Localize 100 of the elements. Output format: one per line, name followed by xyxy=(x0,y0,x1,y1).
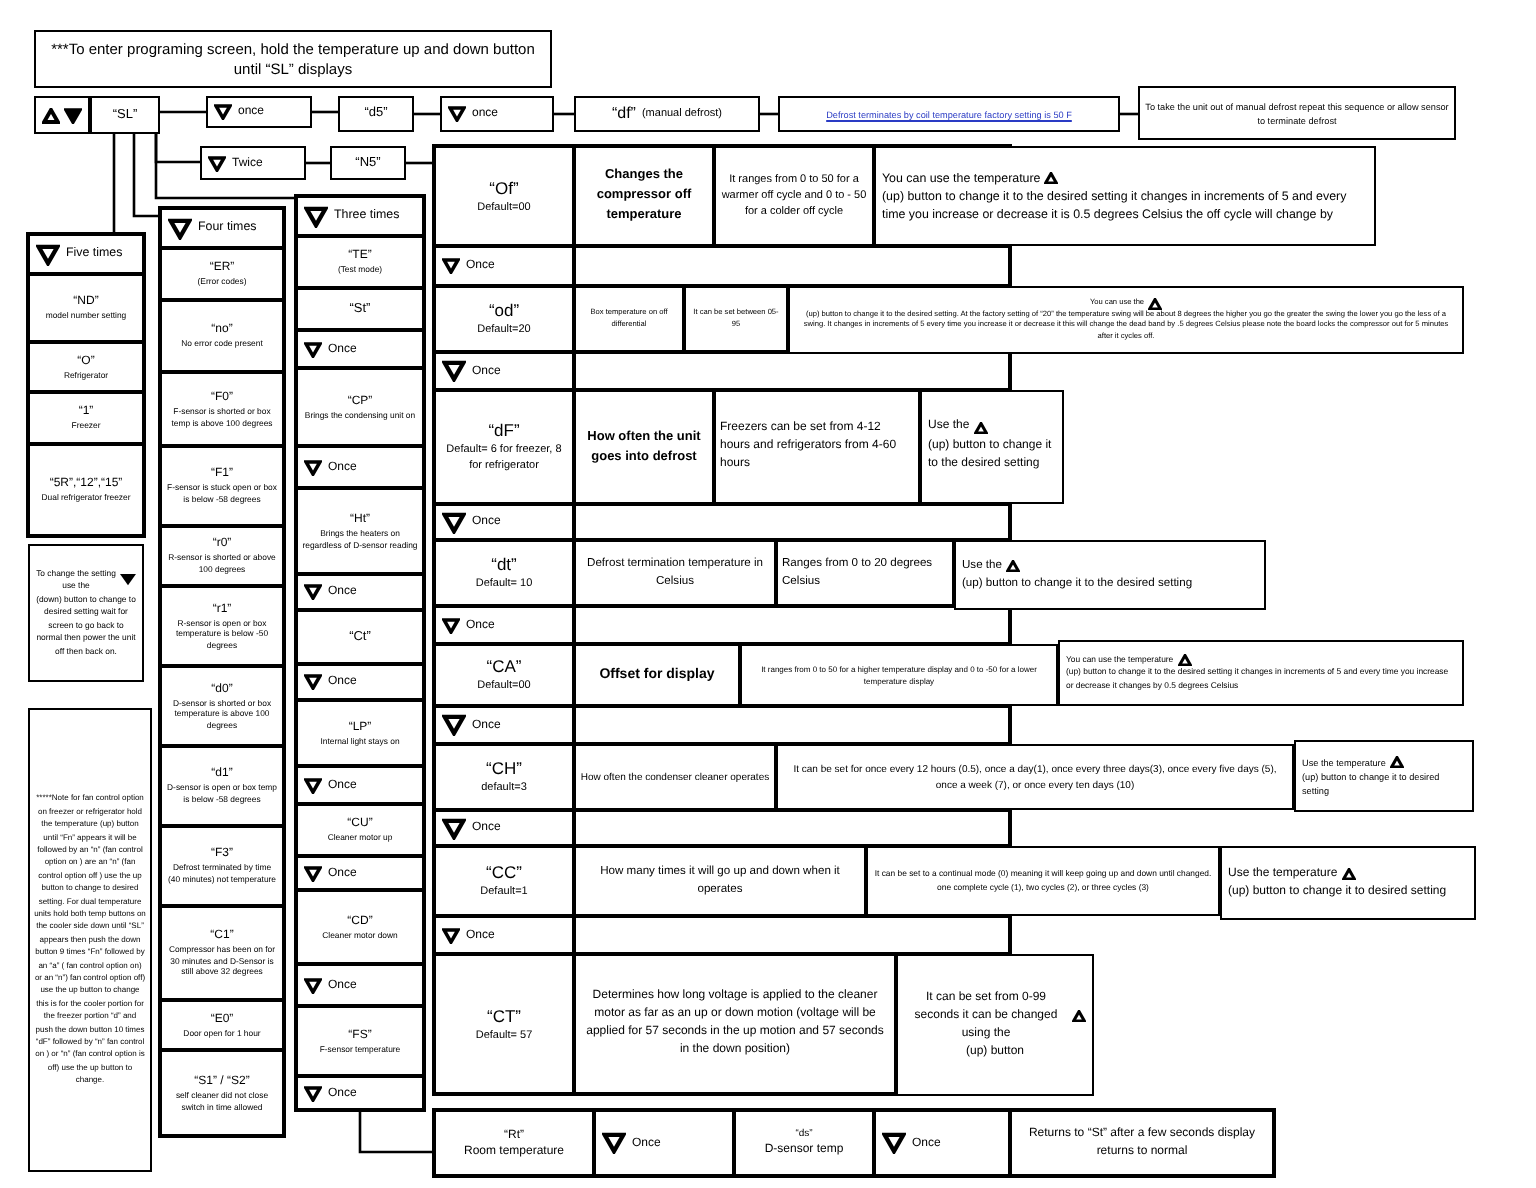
step-box xyxy=(206,96,312,128)
setting-cell xyxy=(434,1110,594,1176)
display-code: “df” xyxy=(611,104,636,124)
instruction-cell xyxy=(1058,640,1464,706)
note-box xyxy=(28,708,152,1172)
setting-cell xyxy=(160,826,284,906)
button-symbol-box xyxy=(34,96,90,134)
step-box xyxy=(434,352,574,390)
setting-cell xyxy=(434,390,574,504)
step-box xyxy=(296,964,424,1006)
description-cell xyxy=(574,146,714,246)
setting-cell xyxy=(160,586,284,666)
instruction-cell xyxy=(896,954,1094,1096)
connector-line xyxy=(112,134,116,234)
setting-cell xyxy=(160,526,284,586)
description-cell xyxy=(776,744,1294,810)
instruction-cell xyxy=(1220,846,1476,920)
setting-cell xyxy=(434,954,574,1094)
setting-cell xyxy=(160,906,284,1000)
step-box xyxy=(296,330,424,368)
setting-cell xyxy=(434,540,574,606)
connector-line xyxy=(160,110,206,114)
setting-cell xyxy=(734,1110,874,1176)
instruction-box xyxy=(34,30,552,88)
setting-cell xyxy=(296,236,424,288)
step-box xyxy=(296,446,424,488)
step-box xyxy=(434,916,574,954)
step-box xyxy=(296,1076,424,1110)
connector-line xyxy=(312,110,338,114)
setting-cell xyxy=(160,1050,284,1136)
setting-cell xyxy=(296,804,424,856)
description-cell xyxy=(574,390,714,504)
description-cell xyxy=(574,286,684,352)
step-box xyxy=(296,664,424,700)
instruction-cell xyxy=(1294,740,1474,812)
step-box xyxy=(440,96,554,132)
description-cell xyxy=(776,540,954,606)
setting-cell xyxy=(434,846,574,916)
connector-line xyxy=(554,112,574,116)
setting-cell xyxy=(296,288,424,330)
step-box xyxy=(434,706,574,744)
description-cell xyxy=(714,146,874,246)
description-cell xyxy=(574,846,866,916)
step-box xyxy=(874,1110,1010,1176)
connector-line xyxy=(414,112,440,116)
step-box xyxy=(434,504,574,540)
step-box xyxy=(296,766,424,804)
display-code-box xyxy=(338,96,414,132)
column-header xyxy=(28,234,144,274)
setting-cell xyxy=(160,666,284,746)
instruction-cell xyxy=(874,146,1376,246)
note-box xyxy=(778,96,1120,132)
instruction-cell xyxy=(788,286,1464,354)
description-cell xyxy=(866,846,1220,916)
description-cell xyxy=(684,286,788,352)
setting-cell xyxy=(160,300,284,372)
setting-code: “od” xyxy=(488,300,520,322)
step-box xyxy=(434,810,574,846)
setting-cell xyxy=(296,610,424,664)
description-cell xyxy=(574,954,896,1094)
setting-cell xyxy=(160,1000,284,1050)
setting-cell xyxy=(434,146,574,246)
step-box xyxy=(594,1110,734,1176)
display-code-box xyxy=(574,96,760,132)
step-box xyxy=(434,606,574,644)
column-header xyxy=(296,196,424,236)
setting-code: “CT” xyxy=(487,1005,521,1027)
connector-line xyxy=(306,161,330,165)
note-box xyxy=(1138,86,1456,140)
description-cell xyxy=(574,644,740,706)
instruction-cell xyxy=(920,390,1064,504)
description-cell xyxy=(714,390,920,504)
instruction-cell xyxy=(954,540,1266,610)
description-cell xyxy=(574,540,776,606)
step-box xyxy=(296,574,424,610)
setting-cell xyxy=(160,248,284,300)
setting-cell xyxy=(296,488,424,574)
setting-cell xyxy=(434,744,574,810)
setting-cell xyxy=(28,274,144,342)
instruction-box xyxy=(28,544,144,682)
setting-code: “dt” xyxy=(491,554,517,576)
setting-cell xyxy=(296,890,424,964)
step-box xyxy=(296,856,424,890)
connector-line xyxy=(154,134,296,200)
connector-line xyxy=(406,161,434,165)
setting-cell xyxy=(434,286,574,352)
setting-cell xyxy=(434,644,574,706)
setting-cell xyxy=(296,700,424,766)
description-cell xyxy=(574,744,776,810)
step-box xyxy=(200,146,306,180)
setting-code: “CC” xyxy=(486,862,522,884)
setting-cell xyxy=(296,1006,424,1076)
setting-cell xyxy=(28,392,144,444)
display-code-box xyxy=(330,146,406,180)
setting-cell xyxy=(28,444,144,536)
setting-cell xyxy=(160,446,284,526)
description-cell xyxy=(740,644,1058,706)
step-box xyxy=(434,246,574,286)
setting-cell xyxy=(296,368,424,446)
setting-code: “Of” xyxy=(489,177,519,199)
